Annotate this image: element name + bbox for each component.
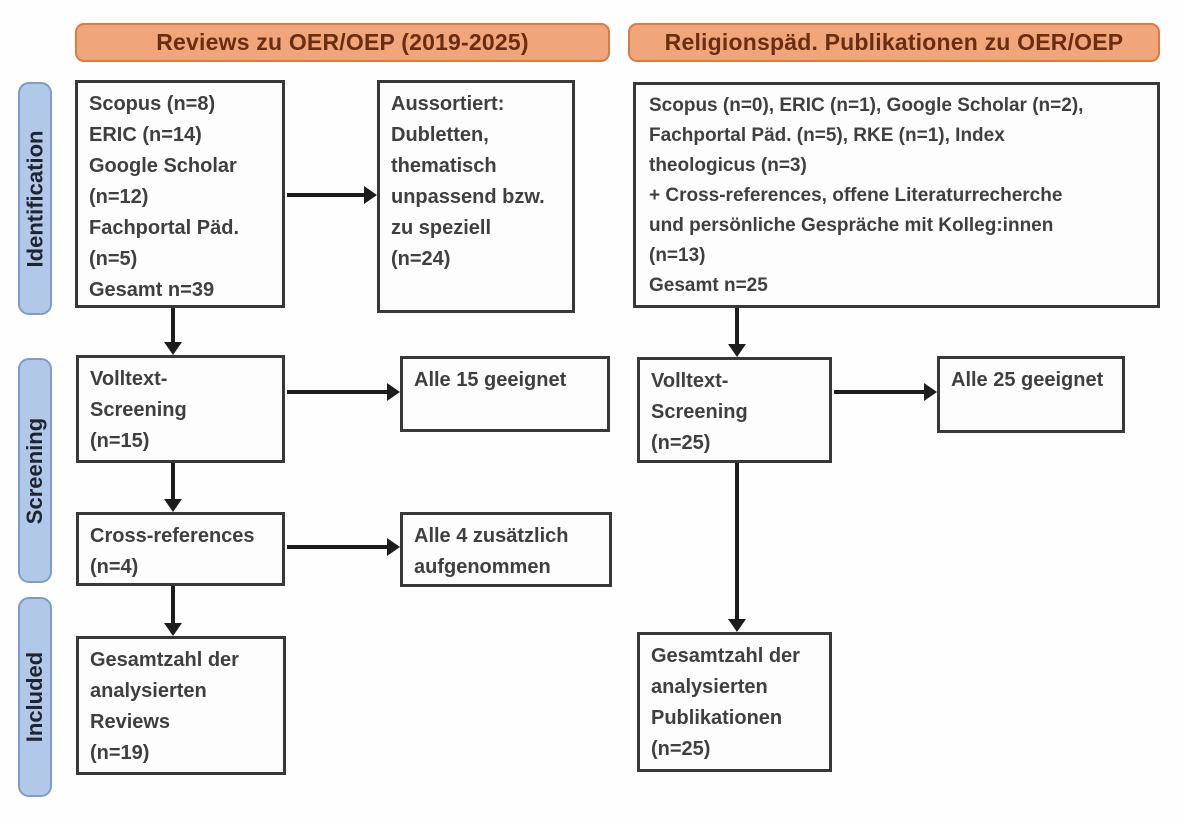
arrow-left-sources-to-fulltext [164,308,182,355]
box-line: Gesamtzahl der [651,645,800,667]
box-left-crossrefs: Cross-references (n=4) [76,512,285,586]
box-line: zu speziell [391,217,492,239]
arrow-left-crossrefs-to-included [164,586,182,636]
box-line: (n=12) [89,186,149,208]
box-line: Fachportal Päd. [89,217,240,239]
arrow-right-fulltext-to-result [834,383,937,401]
arrow-right-sources-to-fulltext [728,308,746,357]
box-line: Dubletten, [391,124,489,146]
box-line: Gesamt n=39 [89,279,215,301]
box-left-fulltext-screening: Volltext- Screening (n=15) [76,355,285,463]
box-line: ERIC (n=14) [89,124,202,146]
box-line: Gesamt n=25 [649,275,768,296]
box-line: Alle 15 geeignet [414,369,567,391]
box-line: (n=13) [649,245,706,266]
box-line: Fachportal Päd. (n=5), RKE (n=1), Index [649,125,1005,146]
column-header-reviews-label: Reviews zu OER/OEP (2019-2025) [156,29,529,55]
stage-screening: Screening [18,358,52,583]
box-left-fulltext-result: Alle 15 geeignet [400,356,610,432]
box-line: Volltext- [651,370,729,392]
box-line: Scopus (n=0), ERIC (n=1), Google Scholar… [649,95,1084,116]
box-line: (n=19) [90,742,150,764]
arrow-left-crossrefs-to-result [287,538,400,556]
box-left-included-total: Gesamtzahl der analysierten Reviews (n=1… [76,636,286,775]
arrow-left-sources-to-excluded [287,186,377,204]
box-left-excluded: Aussortiert: Dubletten, thematisch unpas… [377,80,575,313]
box-line: (n=15) [90,430,150,452]
box-line: Volltext- [90,368,168,390]
box-right-fulltext-result: Alle 25 geeignet [937,356,1125,433]
stage-screening-label: Screening [22,417,47,524]
box-line: (n=25) [651,738,711,760]
box-left-crossrefs-result: Alle 4 zusätzlich aufgenommen [400,512,612,587]
box-line: (n=25) [651,432,711,454]
box-line: analysierten [651,676,768,698]
arrow-left-fulltext-to-crossrefs [164,463,182,512]
box-line: (n=5) [89,248,138,270]
column-header-religionspaed-label: Religionspäd. Publikationen zu OER/OEP [664,29,1124,55]
box-line: Alle 25 geeignet [951,369,1104,391]
box-line: Publikationen [651,707,783,729]
arrow-left-fulltext-to-result [287,383,400,401]
box-line: thematisch [391,155,497,177]
box-line: Screening [90,399,187,421]
box-line: Alle 4 zusätzlich [414,525,569,547]
arrow-right-fulltext-to-included [728,463,746,632]
box-line: Google Scholar [89,155,237,177]
box-right-included-total: Gesamtzahl der analysierten Publikatione… [637,632,832,772]
box-line: Aussortiert: [391,93,505,115]
box-right-fulltext-screening: Volltext- Screening (n=25) [637,357,832,463]
box-line: Scopus (n=8) [89,93,216,115]
box-line: Cross-references [90,525,255,547]
box-line: und persönliche Gespräche mit Kolleg:inn… [649,215,1054,236]
box-line: (n=4) [90,556,139,578]
stage-included: Included [18,597,52,797]
box-line: aufgenommen [414,556,551,578]
box-line: theologicus (n=3) [649,155,807,176]
stage-identification: Identification [18,82,52,315]
column-header-reviews: Reviews zu OER/OEP (2019-2025) [75,23,610,62]
stage-included-label: Included [22,651,48,743]
box-line: + Cross-references, offene Literaturrech… [649,185,1063,206]
box-line: Screening [651,401,748,423]
box-line: (n=24) [391,248,451,270]
stage-identification-label: Identification [22,130,48,267]
box-line: Reviews [90,711,171,733]
box-right-sources: Scopus (n=0), ERIC (n=1), Google Scholar… [633,82,1160,308]
box-left-sources: Scopus (n=8) ERIC (n=14) Google Scholar … [75,80,285,308]
column-header-religionspaed: Religionspäd. Publikationen zu OER/OEP [628,23,1160,62]
box-line: analysierten [90,680,207,702]
box-line: Gesamtzahl der [90,649,239,671]
box-line: unpassend bzw. [391,186,545,208]
